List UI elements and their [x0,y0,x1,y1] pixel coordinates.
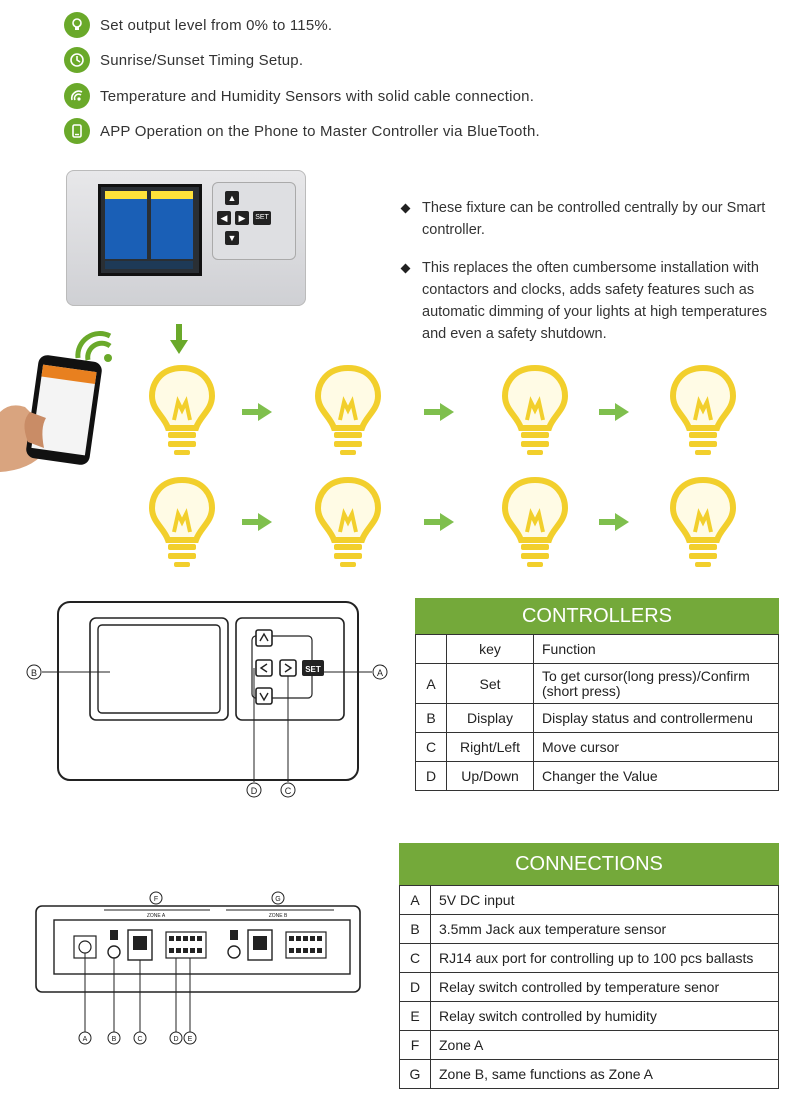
callout-c: C [285,786,292,796]
phone-in-hand-image [0,355,102,472]
bulb-icon [673,480,733,567]
bulb-icon [318,480,378,567]
table-header-row: key Function [415,634,779,664]
feature-item: Sunrise/Sunset Timing Setup. [64,47,303,73]
feature-text: Set output level from 0% to 115%. [100,16,333,34]
wifi-icon [75,331,112,362]
set-key: SET [253,211,271,225]
down-arrow-icon [170,324,188,354]
header-key: key [446,634,534,664]
callout-a: A [377,668,383,678]
left-key: ◀ [217,211,231,225]
feature-item: Set output level from 0% to 115%. [64,12,332,38]
callout-e: E [188,1036,193,1043]
table-row: D Up/Down Changer the Value [415,761,779,791]
bulb-icon [318,368,378,455]
table-row: C Right/Left Move cursor [415,732,779,762]
table-row: A Set To get cursor(long press)/Confirm … [415,663,779,704]
arrow-right-icon [424,513,454,531]
feature-text: Sunrise/Sunset Timing Setup. [100,51,304,69]
bullet-item: These fixture can be controlled centrall… [400,197,782,241]
callout-b: B [112,1036,117,1043]
feature-text: Temperature and Humidity Sensors with so… [100,87,535,105]
callout-c: C [137,1036,142,1043]
zone-b-label: ZONE B [269,913,288,919]
feature-item: APP Operation on the Phone to Master Con… [64,118,540,144]
bulb-icon [152,480,212,567]
arrow-right-icon [599,403,629,421]
connections-diagram: ZONE A ZONE B F G A B C D E [35,891,361,1045]
controller-keypad: ▲ ◀ ▶ SET ▼ [212,182,296,260]
up-key: ▲ [225,191,239,205]
right-key: ▶ [235,211,249,225]
controller-diagram: SET B A D C [26,601,388,798]
down-key: ▼ [225,231,239,245]
bulb-icon [152,368,212,455]
bulb-icon [505,480,565,567]
feature-text: APP Operation on the Phone to Master Con… [100,122,540,140]
lightbulb-icon [64,12,90,38]
set-key-label: SET [305,665,321,674]
zone-a-label: ZONE A [147,913,166,919]
feature-item: Temperature and Humidity Sensors with so… [64,83,534,109]
controllers-table: CONTROLLERS key Function A Set To get cu… [415,598,779,791]
callout-f: F [154,896,158,903]
bulb-icon [673,368,733,455]
phone-icon [64,118,90,144]
table-row: B Display Display status and controllerm… [415,703,779,733]
arrow-right-icon [599,513,629,531]
arrow-right-icon [424,403,454,421]
controllers-title: CONTROLLERS [415,598,779,634]
bullet-text: This replaces the often cumbersome insta… [422,260,767,342]
sensor-icon [64,83,90,109]
bullet-text: These fixture can be controlled centrall… [422,200,766,238]
callout-g: G [275,896,280,903]
controller-photo: ▲ ◀ ▶ SET ▼ [66,170,306,306]
header-function: Function [533,634,779,664]
controller-screen [98,184,202,276]
bulb-grid [0,360,800,570]
bullet-item: This replaces the often cumbersome insta… [400,257,782,345]
arrow-right-icon [242,513,272,531]
callout-a: A [83,1036,88,1043]
clock-icon [64,47,90,73]
callout-d: D [251,786,258,796]
callout-b: B [31,668,37,678]
callout-d: D [173,1036,178,1043]
connections-title: CONNECTIONS [399,843,779,885]
arrow-right-icon [242,403,272,421]
bulb-icon [505,368,565,455]
